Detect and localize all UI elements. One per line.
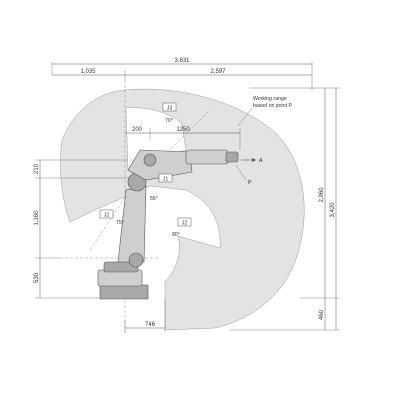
j3-tag — [162, 102, 177, 112]
j2-tag-left-label: J2 — [104, 212, 110, 218]
j1-angle: 55° — [150, 196, 158, 202]
j1-tag-label: J1 — [163, 176, 169, 182]
dim-w-746: 746 — [145, 322, 156, 328]
working-range-label-line2: based on point P — [253, 103, 292, 109]
arrow-a-label: A — [259, 158, 263, 164]
working-range-envelope — [60, 88, 305, 331]
j2-angle-right: 80° — [172, 232, 180, 238]
robot-lower-arm — [117, 172, 147, 268]
j2-angle-left: 75° — [116, 220, 124, 226]
point-p-label: P — [248, 180, 252, 186]
j2-sweep-line — [89, 159, 151, 251]
j2-tag-right — [177, 217, 192, 227]
dim-h-1160: 1,160 — [34, 210, 40, 226]
working-range-label-line1: Working range — [253, 96, 287, 102]
arrow-a-head — [252, 158, 256, 162]
dim-h-530: 530 — [34, 272, 40, 283]
dim-right-width: 2,597 — [210, 69, 226, 75]
robot-base — [97, 261, 149, 300]
dim-h-2960: 2,960 — [319, 187, 325, 203]
dim-offset-200: 200 — [132, 127, 143, 133]
dim-reach-1250: 1250 — [176, 127, 190, 133]
dim-h-460: 460 — [319, 309, 325, 320]
j2-tag-left — [99, 209, 114, 219]
point-p-leader — [235, 164, 247, 181]
dim-h-3420: 3,420 — [330, 202, 336, 218]
dim-h-210: 210 — [34, 163, 40, 174]
j3-angle: 70° — [165, 118, 173, 124]
dim-overall-width: 3,631 — [174, 58, 190, 64]
working-range-leader — [237, 107, 253, 127]
robot-upper-arm — [127, 149, 239, 181]
dim-left-width: 1,035 — [80, 69, 96, 75]
j1-tag — [158, 173, 173, 183]
j3-sweep-line — [149, 109, 211, 171]
j2-tag-right-label: J2 — [182, 220, 188, 226]
j3-tag-label: J3 — [167, 105, 173, 111]
